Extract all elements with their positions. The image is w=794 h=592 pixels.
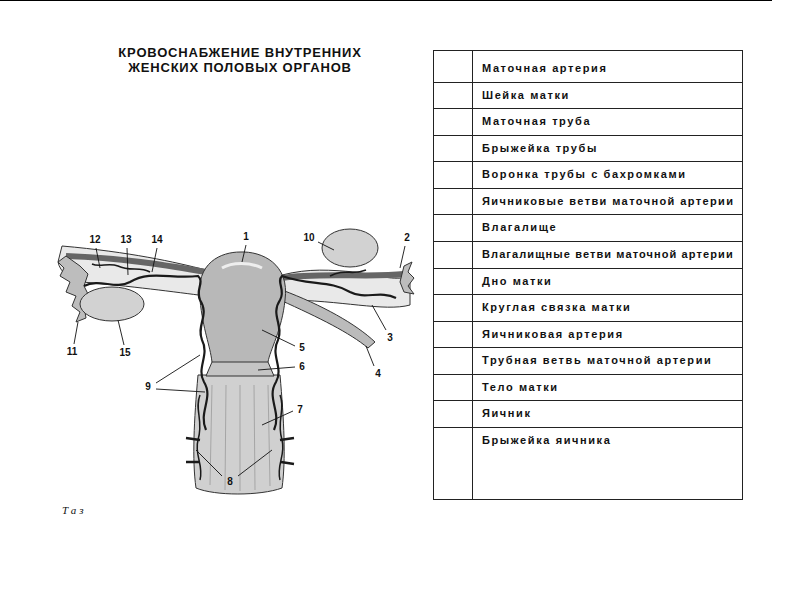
table-cell: Тело матки bbox=[482, 381, 559, 394]
table-cell: Воронка трубы с бахромками bbox=[482, 168, 687, 181]
table-cell: Брыжейка трубы bbox=[482, 142, 598, 155]
table-cell: Влагалищные ветви маточной артерии bbox=[482, 248, 734, 261]
callout-number: 7 bbox=[297, 404, 303, 416]
left-tube bbox=[66, 256, 206, 272]
callout-number: 10 bbox=[303, 232, 314, 244]
callout-number: 8 bbox=[227, 476, 233, 488]
callout-number: 12 bbox=[89, 234, 100, 246]
table-cell: Влагалище bbox=[482, 221, 557, 234]
round-ligament bbox=[280, 290, 375, 348]
uterus-body bbox=[199, 252, 285, 362]
arteries bbox=[84, 264, 396, 480]
table-cell: Яичниковая артерия bbox=[482, 328, 624, 341]
callout-number: 9 bbox=[145, 381, 151, 393]
diagram-title: КРОВОСНАБЖЕНИЕ ВНУТРЕННИХ ЖЕНСКИХ ПОЛОВЫ… bbox=[95, 45, 385, 75]
table-cell: Маточная труба bbox=[482, 115, 591, 128]
table-cell: Маточная артерия bbox=[482, 62, 607, 75]
page-border bbox=[0, 0, 772, 1]
callout-number: 6 bbox=[299, 361, 305, 373]
callout-number: 14 bbox=[151, 234, 162, 246]
table-cell: Круглая связка матки bbox=[482, 301, 631, 314]
callout-number: 3 bbox=[387, 332, 393, 344]
callout-number: 1 bbox=[243, 231, 249, 243]
figure-note: Таз bbox=[62, 504, 87, 517]
callout-number: 11 bbox=[67, 346, 78, 358]
table-cell: Шейка матки bbox=[482, 89, 570, 102]
table-cell: Брыжейка яичника bbox=[482, 434, 611, 447]
label-table bbox=[433, 50, 743, 500]
organs bbox=[58, 229, 414, 494]
right-fimbriae bbox=[400, 262, 414, 294]
callout-number: 5 bbox=[299, 342, 305, 354]
right-tube bbox=[282, 274, 404, 278]
callout-number: 2 bbox=[404, 232, 410, 244]
table-cell: Трубная ветвь маточной артерии bbox=[482, 354, 712, 367]
table-cell: Яичниковые ветви маточной артерии bbox=[482, 195, 734, 208]
callout-number: 15 bbox=[119, 347, 130, 359]
table-cell: Дно матки bbox=[482, 275, 552, 288]
callout-number: 13 bbox=[120, 234, 131, 246]
leader-lines bbox=[74, 242, 405, 476]
callout-number: 4 bbox=[375, 368, 381, 380]
left-ovary bbox=[80, 287, 144, 321]
table-cell: Яичник bbox=[482, 407, 532, 420]
